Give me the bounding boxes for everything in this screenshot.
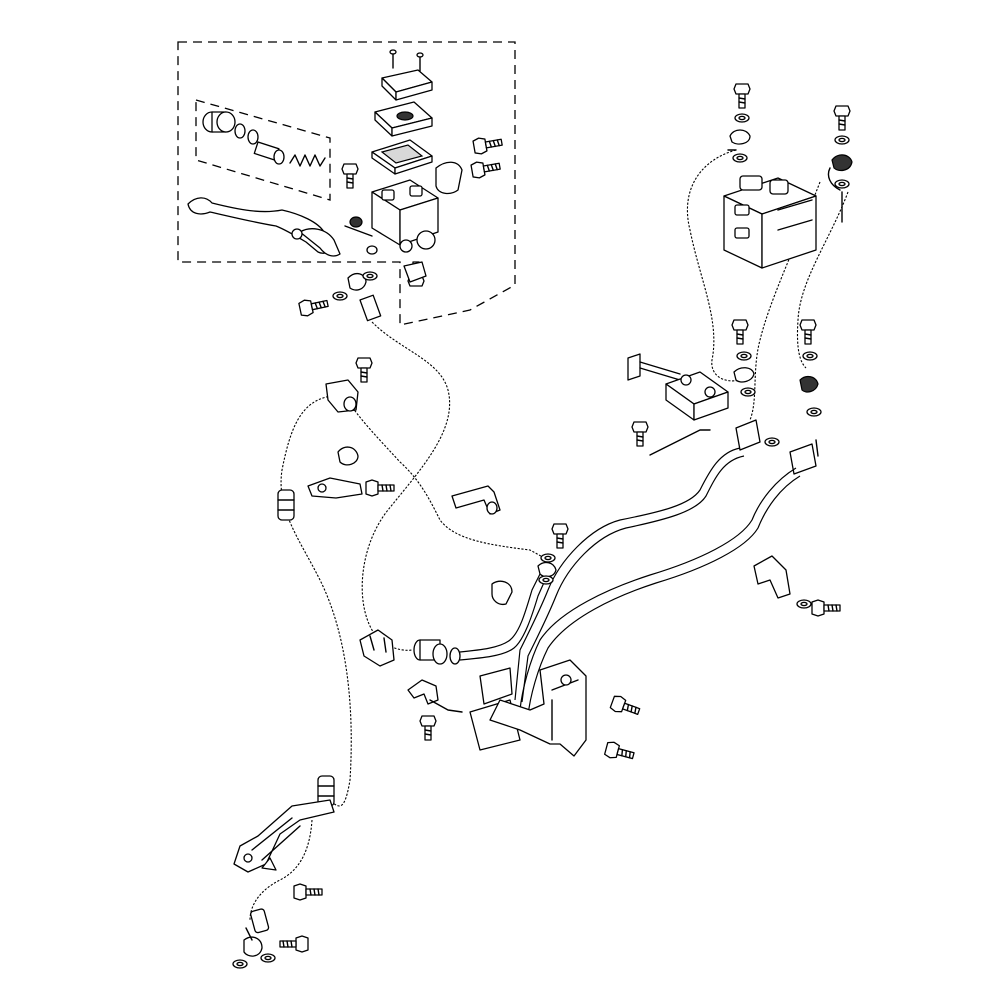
bolt-icon	[811, 599, 841, 617]
bolt-icon	[472, 133, 504, 156]
abs-hose-left	[686, 149, 741, 382]
washer-icon	[734, 113, 750, 123]
washer-icon	[834, 135, 850, 145]
abs-hose-right	[796, 191, 849, 369]
washer-icon	[834, 179, 850, 189]
bolt-icon	[551, 523, 569, 549]
pipe-1	[514, 447, 741, 701]
piston-kit-outline	[195, 99, 331, 201]
hose-end-icon	[250, 908, 270, 934]
cap-screw-icon	[389, 49, 397, 69]
washer-icon	[806, 407, 822, 417]
washer-icon	[232, 959, 248, 969]
abs-hydraulic-unit	[723, 83, 853, 269]
cap-screw-icon	[416, 52, 424, 72]
washer-icon	[540, 553, 556, 563]
washer-icon	[764, 437, 780, 447]
bracket-icon	[307, 477, 363, 499]
washer-icon	[802, 351, 818, 361]
rear-hose	[280, 395, 352, 807]
pivot-bolt-icon	[341, 163, 359, 189]
banjo-icon	[733, 367, 755, 383]
clamp-icon	[277, 489, 295, 521]
washer-icon	[796, 599, 812, 609]
washer-icon	[740, 387, 756, 397]
union-bolt-icon	[799, 319, 817, 345]
bolt-icon	[603, 740, 637, 765]
banjo-icon	[243, 936, 263, 957]
washer-icon	[732, 153, 748, 163]
connector-icon	[359, 629, 395, 667]
grommet-icon	[337, 446, 359, 466]
banjo-icon	[347, 272, 367, 291]
switch-icon	[435, 161, 463, 195]
bracket-icon	[479, 667, 513, 705]
right-clamp	[753, 555, 841, 617]
washer-icon	[538, 575, 554, 585]
pipe-mount-bracket	[407, 659, 643, 765]
union-bolt-icon	[279, 935, 309, 953]
pipe-joint-icon	[789, 443, 817, 475]
detail-box-outline	[177, 41, 516, 326]
lever-icon	[187, 197, 332, 254]
bolt-icon	[470, 157, 502, 180]
abs-side-unions	[627, 319, 822, 475]
pipe-3	[459, 573, 541, 653]
spring-icon	[289, 154, 326, 167]
rear-brake-pedal-assembly	[232, 775, 335, 969]
pipe-joint-icon	[735, 419, 761, 451]
master-cylinder-assembly	[177, 41, 516, 326]
union-bolt-icon	[297, 294, 330, 318]
brake-pipes	[459, 447, 801, 717]
bolt-icon	[419, 715, 437, 741]
banjo-icon	[831, 154, 853, 172]
bolt-icon	[355, 357, 373, 383]
bolt-icon	[608, 693, 643, 720]
rear-hose-lower	[249, 819, 313, 921]
master-hose-union	[297, 271, 382, 322]
bolt-icon	[293, 883, 323, 901]
clamp-icon	[403, 261, 427, 283]
banjo-icon	[799, 375, 819, 393]
clip-icon	[491, 580, 513, 606]
washer-icon	[362, 271, 378, 281]
center-fitting	[359, 629, 461, 667]
union-bolt-icon	[733, 83, 751, 109]
clamp-icon	[407, 679, 439, 705]
union-bolt-icon	[833, 105, 851, 131]
washer-icon	[736, 351, 752, 361]
clamp-icon	[753, 555, 791, 599]
washer-icon	[260, 953, 276, 963]
pedal-bracket-icon	[489, 659, 587, 757]
union-bolt-icon	[731, 319, 749, 345]
bolt-icon	[365, 479, 395, 497]
banjo-icon	[729, 129, 751, 145]
washer-icon	[332, 291, 348, 301]
pipe-2	[519, 467, 797, 711]
front-hose-2	[345, 397, 549, 561]
left-brackets	[277, 357, 569, 606]
bolt-icon	[631, 421, 649, 447]
bolt-head-icon	[627, 353, 641, 381]
banjo-icon	[537, 561, 557, 578]
